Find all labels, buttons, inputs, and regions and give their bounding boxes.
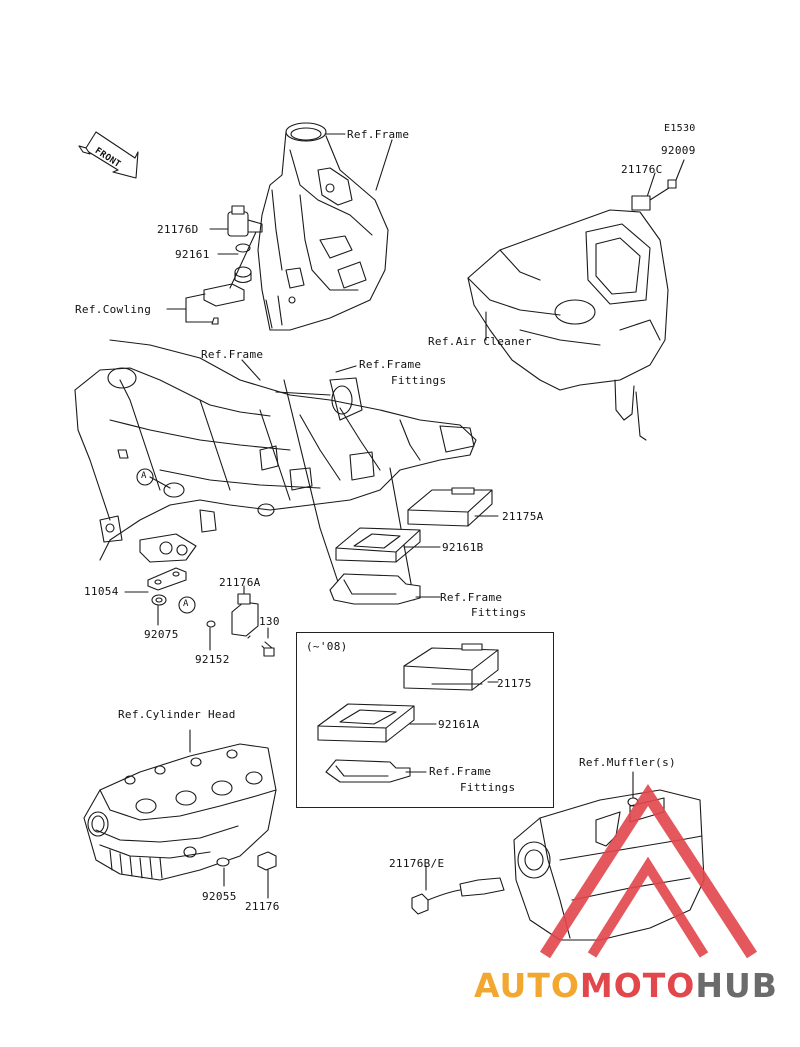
label-ref-frame-fittings-3a: Ref.Frame: [429, 765, 492, 778]
label-ref-frame-fittings-3b: Fittings: [460, 781, 516, 794]
label-ref-air-cleaner: Ref.Air Cleaner: [428, 335, 532, 348]
label-21176: 21176: [245, 900, 280, 913]
label-ref-frame-fittings-1a: Ref.Frame: [359, 358, 422, 371]
label-21176A: 21176A: [219, 576, 261, 589]
label-92075: 92075: [144, 628, 179, 641]
watermark-auto: AUTO: [474, 966, 580, 1005]
label-ref-cowling: Ref.Cowling: [75, 303, 152, 316]
label-ref-frame-mid: Ref.Frame: [201, 348, 264, 361]
label-21176D: 21176D: [157, 223, 199, 236]
ecu-21175A-drawing: [329, 487, 499, 605]
label-92161A: 92161A: [438, 718, 480, 731]
diagram-code: E1530: [664, 123, 696, 134]
air-cleaner-drawing: [467, 179, 677, 441]
watermark-moto: MOTO: [579, 966, 696, 1005]
sensor-21176A-drawing: [124, 567, 275, 657]
inset-box: [296, 632, 554, 808]
label-ref-frame-fittings-2a: Ref.Frame: [440, 591, 503, 604]
watermark-logo: [539, 783, 758, 959]
main-frame-drawing: [74, 339, 477, 601]
cylinder-head-drawing: [83, 729, 277, 899]
label-92009: 92009: [661, 144, 696, 157]
label-92161B: 92161B: [442, 541, 484, 554]
label-ref-frame-fittings-1b: Fittings: [391, 374, 447, 387]
watermark-text: AUTOMOTOHUB: [474, 966, 778, 1005]
label-ref-muffler: Ref.Muffler(s): [579, 756, 676, 769]
callout-a-lower: A: [183, 599, 189, 609]
label-ref-frame-fittings-2b: Fittings: [471, 606, 527, 619]
label-92055: 92055: [202, 890, 237, 903]
inset-drawing: [317, 643, 499, 783]
label-21176C: 21176C: [621, 163, 663, 176]
upper-frame-drawing: [257, 122, 389, 331]
label-ref-frame-top: Ref.Frame: [347, 128, 410, 141]
leader-lines-upper: [166, 133, 685, 341]
label-21175A: 21175A: [502, 510, 544, 523]
label-21175: 21175: [497, 677, 532, 690]
label-ref-cylinder-head: Ref.Cylinder Head: [118, 708, 236, 721]
label-21176BE: 21176B/E: [389, 857, 445, 870]
label-130: 130: [259, 615, 280, 628]
callout-a-upper: A: [141, 471, 147, 481]
label-92161: 92161: [175, 248, 210, 261]
label-11054: 11054: [84, 585, 119, 598]
sensor-21176D-drawing: [203, 205, 263, 325]
label-92152: 92152: [195, 653, 230, 666]
watermark-hub: HUB: [695, 966, 778, 1005]
inset-label: (~'08): [306, 640, 348, 653]
front-arrow-icon: [78, 131, 139, 179]
